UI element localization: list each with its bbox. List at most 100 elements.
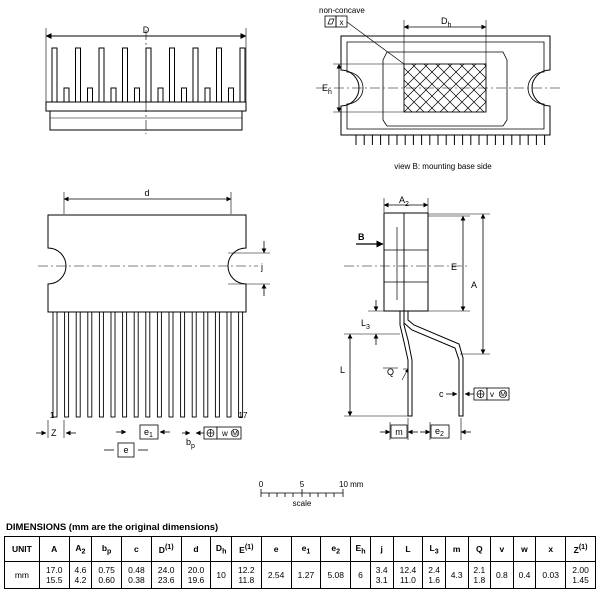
label-pin17: 17 <box>239 411 248 420</box>
label-e1: e1 <box>144 427 153 439</box>
dimensions-header-cell: e <box>260 536 292 562</box>
dimensions-value-cell: 0.4 <box>512 561 537 589</box>
dimensions-header-cell: Q <box>467 536 492 562</box>
label-c: c <box>439 389 444 399</box>
label-A2: A2 <box>399 195 409 208</box>
dimensions-header-cell: x <box>535 536 567 562</box>
dimensions-header-cell: m <box>444 536 469 562</box>
label-w-tolerance: w <box>221 429 228 438</box>
label-Eh: Eh <box>322 83 332 96</box>
top-view-lead <box>168 311 174 418</box>
dimensions-header-cell: c <box>121 536 152 562</box>
top-view-lead <box>214 311 220 418</box>
dimensions-header-cell: w <box>512 536 537 562</box>
label-e: e <box>123 445 128 455</box>
label-B: B <box>358 232 365 242</box>
label-d: d <box>144 188 149 198</box>
top-view-lead <box>122 311 128 418</box>
dimensions-value-cell: 0.03 <box>535 561 567 589</box>
top-view-lead <box>87 311 93 418</box>
dimensions-header-cell: Z(1) <box>565 536 596 562</box>
dimensions-header-cell: L <box>392 536 424 562</box>
front-lead <box>169 47 175 105</box>
dimensions-title: DIMENSIONS (mm are the original dimensio… <box>6 522 219 533</box>
top-view-lead <box>75 311 81 418</box>
label-A: A <box>471 280 477 290</box>
top-view-lead <box>64 311 70 418</box>
label-E: E <box>451 262 457 272</box>
scale-tick-0: 0 <box>259 480 264 489</box>
dimensions-header-cell: bp <box>91 536 122 562</box>
dimensions-value-cell: 5.08 <box>320 561 352 589</box>
dimensions-header-cell: v <box>490 536 514 562</box>
top-view <box>36 192 270 458</box>
dimensions-header-cell: Eh <box>350 536 371 562</box>
dimensions-header-cell: Dh <box>210 536 232 562</box>
label-x: x <box>340 18 344 27</box>
dimensions-value-cell: 0.8 <box>490 561 514 589</box>
dimensions-value-cell: 6 <box>350 561 371 589</box>
front-lead <box>239 47 246 105</box>
scale-bar <box>260 489 344 497</box>
dimensions-value-cell: 1.27 <box>290 561 322 589</box>
top-view-lead <box>191 311 197 418</box>
front-lead <box>75 47 81 105</box>
front-lead <box>98 47 105 105</box>
top-view-lead <box>226 311 232 418</box>
dimensions-value-cell: 4.3 <box>444 561 469 589</box>
dimensions-header-cell: L3 <box>422 536 446 562</box>
label-Q: Q <box>387 367 394 377</box>
top-view-lead <box>145 311 151 418</box>
dimensions-value-cell: 10 <box>210 561 232 589</box>
top-view-lead <box>98 311 104 418</box>
label-Z: Z <box>51 428 57 438</box>
top-view-lead <box>110 311 116 418</box>
dimensions-header-cell: d <box>180 536 212 562</box>
dimensions-header-cell: e1 <box>290 536 322 562</box>
scale-label: scale <box>293 499 312 508</box>
label-Dh: Dh <box>441 16 452 29</box>
dimensions-unit-cell: mm <box>4 561 40 589</box>
label-bp: bp <box>186 437 195 450</box>
top-view-lead <box>180 311 186 418</box>
front-lead <box>122 47 128 105</box>
dimensions-header-cell: A <box>38 536 70 562</box>
view-b-caption: view B: mounting base side <box>394 162 492 171</box>
top-view-lead <box>238 311 244 418</box>
label-D: D <box>143 25 150 35</box>
label-e2: e2 <box>435 426 444 438</box>
top-view-lead <box>203 311 209 418</box>
label-M-w: M <box>232 431 238 438</box>
label-j: j <box>260 262 263 272</box>
label-M-v: M <box>500 392 506 399</box>
scale-tick-5: 5 <box>300 480 305 489</box>
side-view <box>344 198 510 440</box>
label-pin1: 1 <box>50 411 55 420</box>
front-lead <box>51 47 58 105</box>
front-view <box>45 28 247 134</box>
top-view-lead <box>133 311 139 418</box>
dimensions-header-cell: E(1) <box>230 536 262 562</box>
dimensions-header-cell: j <box>369 536 394 562</box>
top-view-lead <box>156 311 162 418</box>
dimensions-value-cell: 2.54 <box>260 561 292 589</box>
label-L3: L3 <box>361 318 370 331</box>
label-non-concave: non-concave <box>319 6 365 15</box>
front-lead <box>216 47 222 105</box>
dimensions-header-cell: D(1) <box>150 536 182 562</box>
label-m: m <box>395 427 403 437</box>
front-lead <box>145 47 152 105</box>
